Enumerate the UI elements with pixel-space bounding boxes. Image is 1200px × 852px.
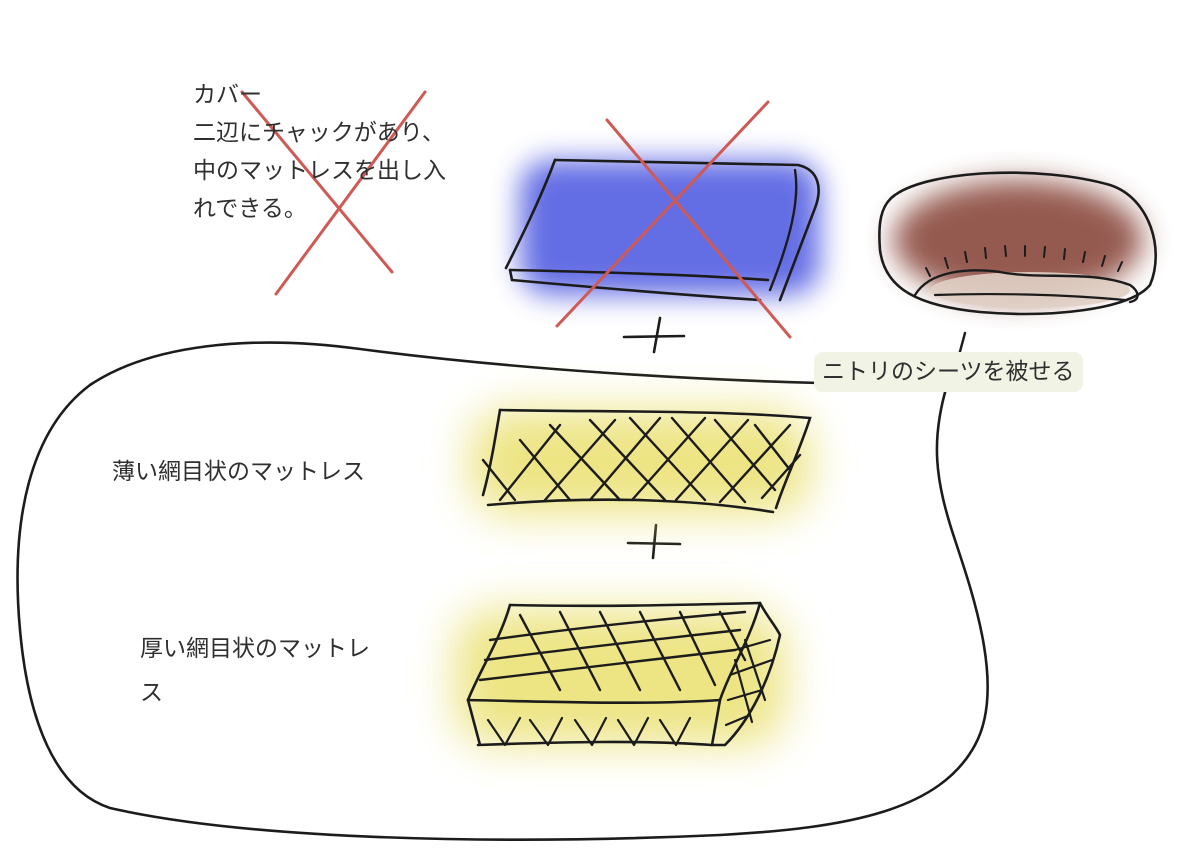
plus-sign-bottom bbox=[628, 525, 680, 558]
thin-mattress-illustration bbox=[470, 410, 810, 515]
cover-line-3: れできる。 bbox=[193, 190, 446, 228]
thick-mattress-label: 厚い網目状のマットレ ス bbox=[140, 627, 370, 715]
thick-mattress-illustration bbox=[455, 603, 785, 745]
cover-description: カバー 二辺にチャックがあり、 中のマットレスを出し入 れできる。 bbox=[193, 76, 446, 228]
cover-line-1: 二辺にチャックがあり、 bbox=[193, 114, 446, 152]
sheet-illustration bbox=[879, 173, 1155, 314]
thick-mattress-label-line-1: 厚い網目状のマットレ bbox=[140, 627, 370, 671]
cover-illustration bbox=[506, 160, 820, 300]
plus-sign-top bbox=[624, 318, 684, 352]
sheet-label: ニトリのシーツを被せる bbox=[814, 352, 1083, 392]
cover-title: カバー bbox=[193, 76, 446, 114]
thick-mattress-label-line-2: ス bbox=[140, 671, 370, 715]
thin-mattress-label: 薄い網目状のマットレス bbox=[112, 453, 365, 491]
cover-line-2: 中のマットレスを出し入 bbox=[193, 152, 446, 190]
